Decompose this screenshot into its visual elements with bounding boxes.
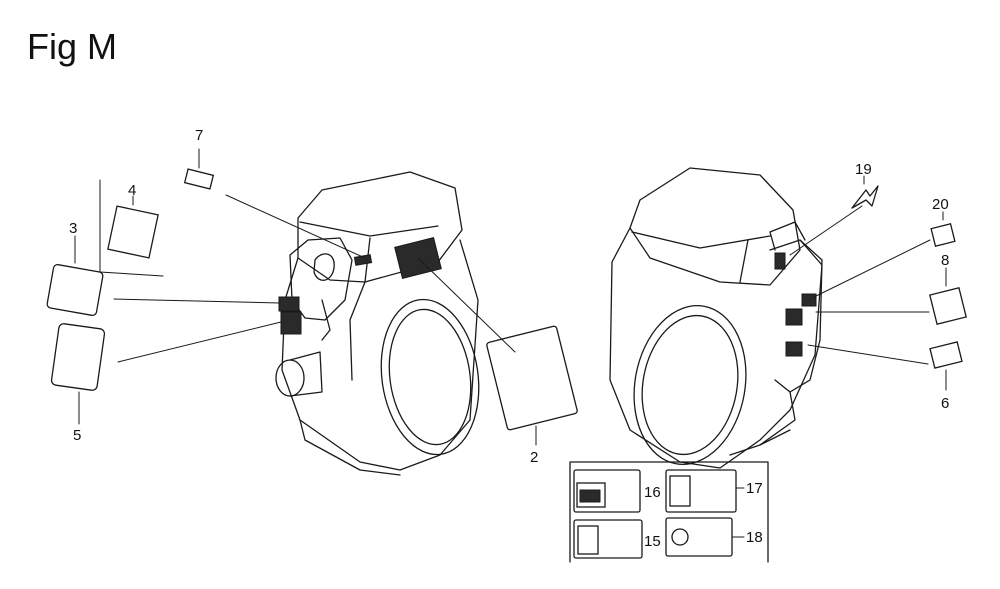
callout-15: 15: [644, 533, 661, 550]
callout-19: 19: [855, 161, 872, 178]
callout-8: 8: [941, 252, 949, 269]
callout-18: 18: [746, 529, 763, 546]
callout-7: 7: [195, 127, 203, 144]
figure-title: Fig M: [27, 26, 117, 67]
left-engine-drawing: [275, 171, 480, 476]
right-engine-drawing: [609, 167, 823, 469]
callout-17: 17: [746, 480, 763, 497]
callout-6: 6: [941, 395, 949, 412]
callout-4: 4: [128, 182, 136, 199]
callout-2: 2: [530, 449, 538, 466]
left-decals: [46, 148, 578, 446]
right-decals: [789, 175, 967, 391]
callout-labels: 7 4 3 5 2 19 20 8 6 16 17 15 18: [69, 127, 949, 550]
callout-20: 20: [932, 196, 949, 213]
callout-5: 5: [73, 427, 81, 444]
label-inset-box: [569, 461, 769, 563]
callout-16: 16: [644, 484, 661, 501]
callout-3: 3: [69, 220, 77, 237]
